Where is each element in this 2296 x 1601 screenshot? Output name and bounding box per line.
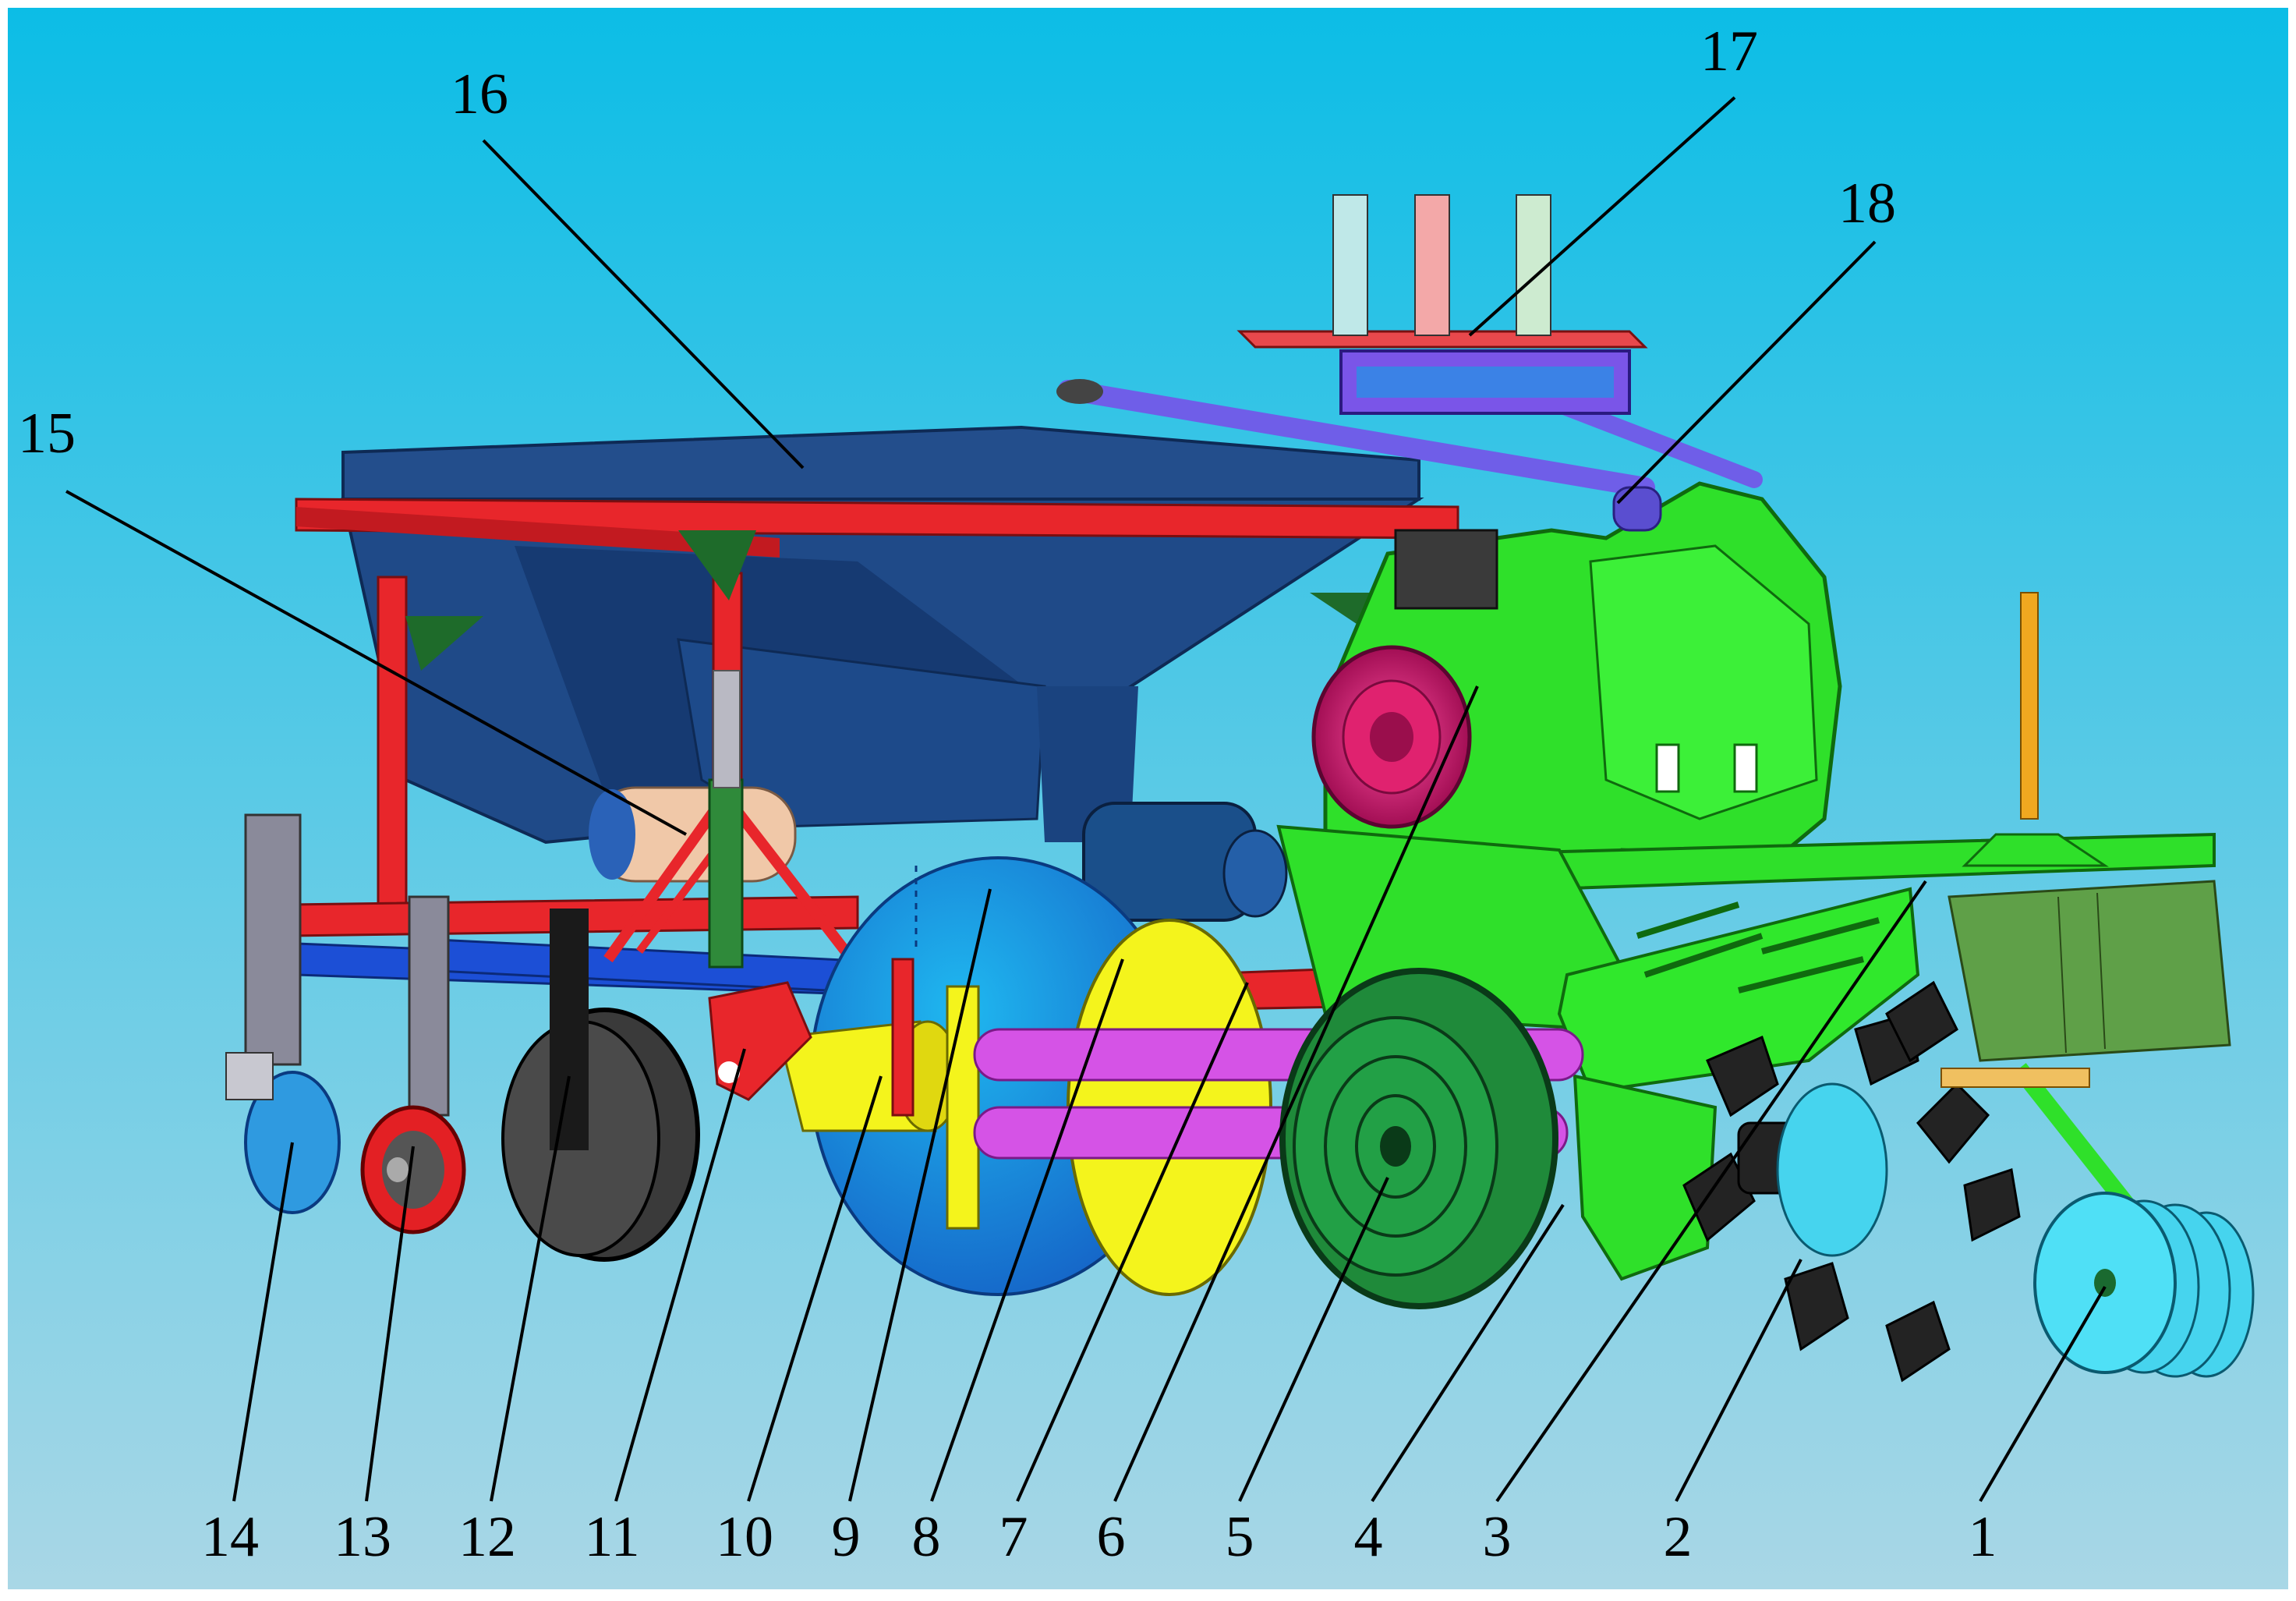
callout-label-4: 4 — [1354, 1505, 1383, 1569]
callout-label-5: 5 — [1226, 1505, 1254, 1569]
callout-label-14: 14 — [201, 1505, 259, 1569]
callout-label-16: 16 — [451, 62, 508, 126]
callout-line-14 — [232, 1142, 294, 1502]
callout-line-11 — [614, 1048, 746, 1502]
callout-line-5 — [1238, 1177, 1389, 1502]
upright-post — [2020, 592, 2039, 820]
callout-label-13: 13 — [334, 1505, 391, 1569]
callout-label-12: 12 — [458, 1505, 516, 1569]
press-wheel-arm — [1940, 1063, 2143, 1222]
callout-line-1 — [1979, 1285, 2107, 1503]
callout-line-4 — [1371, 1203, 1565, 1503]
mudguard — [1948, 880, 2231, 1062]
callout-label-6: 6 — [1097, 1505, 1126, 1569]
post-base — [1962, 833, 2109, 867]
callout-line-8 — [930, 958, 1124, 1502]
callout-label-17: 17 — [1700, 19, 1758, 83]
callout-line-9 — [848, 888, 992, 1502]
bracket — [708, 958, 915, 1117]
callout-labels: 1 2 3 4 5 6 7 8 9 10 11 12 13 14 15 16 1… — [18, 19, 1997, 1569]
rear-press-wheel — [501, 909, 700, 1262]
callout-label-10: 10 — [716, 1505, 773, 1569]
electric-motor — [1082, 802, 1288, 922]
callout-label-7: 7 — [999, 1505, 1028, 1569]
front-press-wheel — [2033, 1192, 2255, 1378]
callout-line-13 — [365, 1146, 415, 1502]
callout-label-8: 8 — [912, 1505, 941, 1569]
callout-line-12 — [490, 1075, 571, 1502]
callout-line-17 — [1468, 96, 1736, 337]
tiller-hub — [1776, 1082, 1888, 1257]
callout-line-6 — [1113, 685, 1479, 1502]
drive-wheel — [1279, 968, 1558, 1309]
seat-rack — [1236, 194, 1648, 415]
callout-line-2 — [1675, 1259, 1802, 1502]
callout-label-9: 9 — [832, 1505, 861, 1569]
belt-pulley — [1311, 645, 1472, 829]
callout-line-7 — [1016, 982, 1249, 1502]
marker-disc — [225, 813, 341, 1214]
callout-line-15 — [65, 490, 687, 836]
callout-line-18 — [1616, 240, 1877, 505]
callout-label-11: 11 — [584, 1505, 639, 1569]
callout-label-1: 1 — [1969, 1505, 1997, 1569]
callout-line-3 — [1495, 880, 1927, 1503]
callout-label-18: 18 — [1838, 172, 1896, 236]
callout-lines — [65, 96, 2107, 1503]
callout-line-16 — [482, 139, 805, 469]
callout-label-15: 15 — [18, 402, 76, 466]
callout-line-10 — [747, 1075, 883, 1502]
engine-body — [1276, 481, 2216, 1281]
red-guide-wheel — [360, 895, 466, 1234]
callout-label-3: 3 — [1483, 1505, 1512, 1569]
callout-label-2: 2 — [1664, 1505, 1693, 1569]
